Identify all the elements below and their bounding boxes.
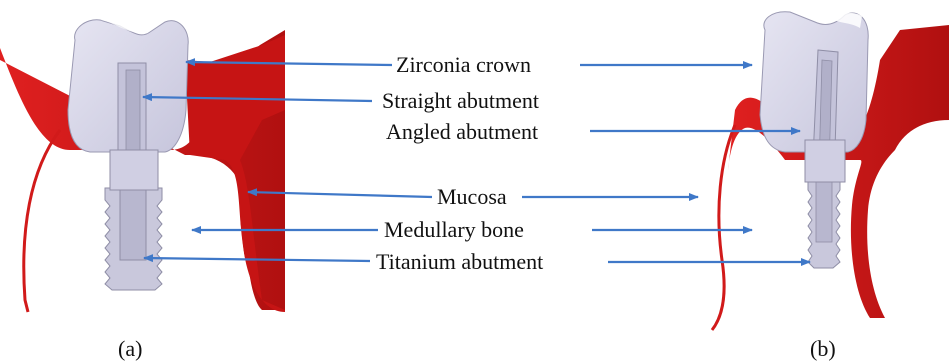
caption-a: (a)	[118, 336, 142, 361]
label-mucosa: Mucosa	[437, 184, 507, 209]
label-medullary-bone: Medullary bone	[384, 217, 524, 242]
label-angled-abutment: Angled abutment	[386, 119, 538, 144]
label-titanium-abutment: Titanium abutment	[376, 249, 543, 274]
mucosa-line-b	[712, 125, 735, 330]
caption-b: (b)	[810, 336, 836, 361]
model-b	[712, 12, 949, 330]
label-zirconia-crown: Zirconia crown	[396, 52, 531, 77]
label-straight-abutment: Straight abutment	[382, 88, 539, 113]
labels: Zirconia crown Straight abutment Angled …	[376, 52, 543, 274]
